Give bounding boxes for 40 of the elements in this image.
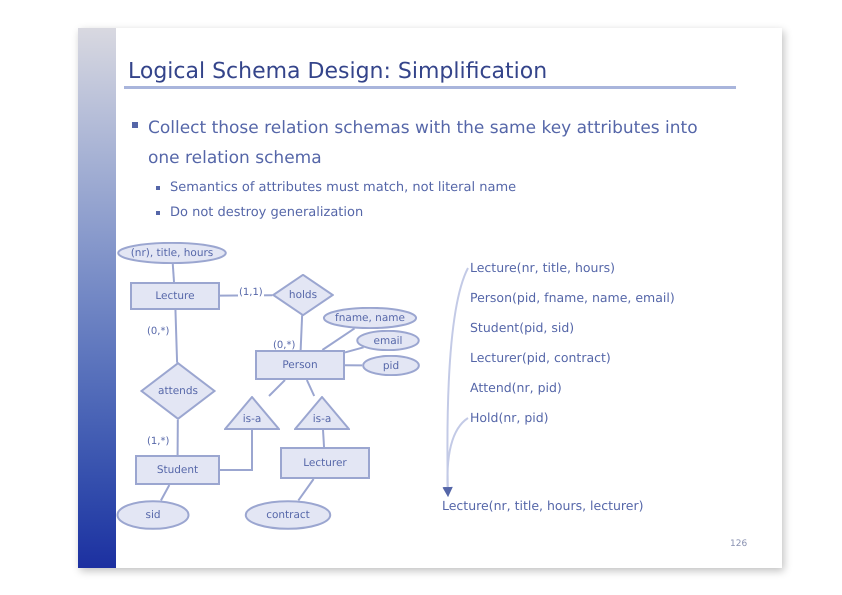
page-number: 126: [730, 538, 748, 551]
connector-line: [345, 364, 362, 366]
attribute-ellipse: contract: [244, 500, 332, 530]
arrow: [442, 268, 469, 497]
sub-bullet-text: Semantics of attributes must match, not literal name: [170, 179, 516, 197]
connector-line: [322, 328, 356, 351]
relationship-diamond: holds: [272, 274, 334, 316]
connector-line: [268, 379, 286, 397]
connector-line: [220, 430, 253, 471]
relation-schema-text: Hold(nr, pid): [470, 408, 549, 428]
isa-triangle: is-a: [224, 396, 280, 430]
connector-line: [300, 315, 304, 350]
connector-line: [298, 478, 314, 501]
arrow: [442, 417, 469, 497]
connector-line: [306, 380, 316, 396]
connector-line: [176, 420, 179, 455]
cardinality-label: (1,1): [238, 287, 264, 299]
entity-box: Lecturer: [280, 447, 370, 479]
connector-line: [172, 264, 176, 282]
connector-line: [160, 484, 170, 501]
relation-schema-text: Lecture(nr, title, hours): [470, 258, 615, 278]
relation-schema-text: Student(pid, sid): [470, 319, 574, 337]
relation-schema-text: Lecture(nr, title, hours, lecturer): [442, 496, 644, 516]
entity-box: Lecture: [130, 282, 220, 310]
slide-title: Logical Schema Design: Simplification: [128, 58, 548, 86]
connector-line: [322, 430, 326, 448]
attribute-ellipse: sid: [116, 500, 190, 530]
relationship-diamond: attends: [140, 362, 216, 420]
bullet-text: Collect those relation schemas with the same key attributes into one relation schema: [148, 117, 699, 170]
cardinality-label: (0,*): [146, 326, 170, 338]
entity-box: Student: [135, 455, 220, 485]
relation-schema-text: Lecturer(pid, contract): [470, 349, 611, 367]
isa-triangle: is-a: [294, 396, 350, 430]
relation-schema-text: Attend(nr, pid): [470, 379, 562, 397]
cardinality-label: (1,*): [146, 436, 170, 448]
connector-line: [174, 310, 178, 363]
connector-line: [344, 346, 364, 354]
sub-bullet-text: Do not destroy generalization: [170, 204, 364, 222]
entity-box: Person: [255, 350, 345, 380]
relation-schema-text: Person(pid, fname, name, email): [470, 289, 675, 307]
